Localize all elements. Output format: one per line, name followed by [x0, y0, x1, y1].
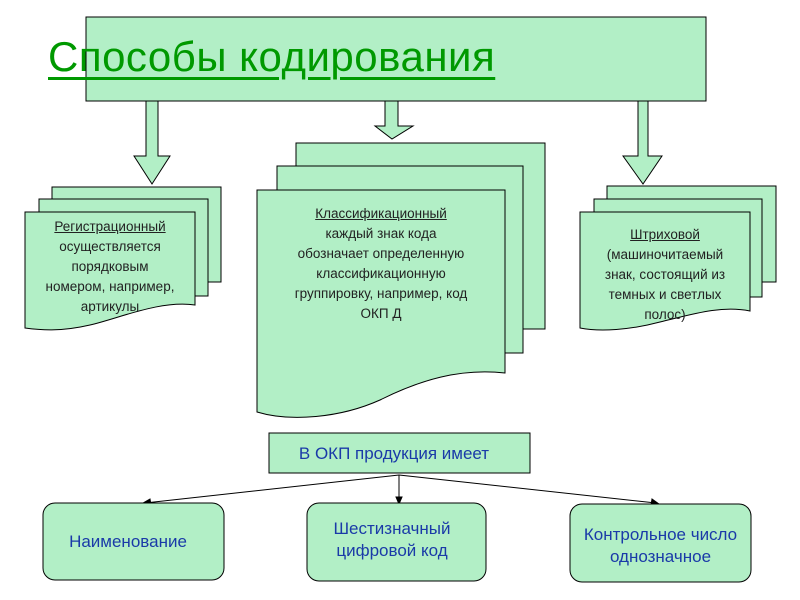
arrowhead-icon: [395, 496, 403, 506]
method-barcode: Штриховой (машиночитаемый знак, состоящи…: [580, 225, 750, 325]
arrow-down-icon: [373, 100, 415, 140]
connector-arrows: [141, 474, 661, 506]
okp-item-line: Контрольное число: [583, 525, 738, 544]
okp-item-line: цифровой код: [336, 541, 448, 560]
okp-item-box: [306, 502, 487, 582]
okp-item-box: [42, 502, 225, 581]
arrow-down-icon: [133, 100, 171, 185]
method-line: номером, например,: [45, 279, 175, 294]
okp-item-line: Наименование: [69, 532, 187, 551]
multidoc-shape-barcode: [579, 185, 777, 331]
method-line: знак, состоящий из: [604, 267, 726, 282]
title-box-fill: [85, 16, 707, 102]
okp-item-line: Шестизначный: [333, 519, 451, 538]
okp-item-checksum: Контрольное число однозначное: [570, 524, 751, 568]
method-line: ОКП Д: [360, 306, 402, 321]
method-heading: Штриховой: [630, 227, 700, 242]
page-title: Способы кодирования: [48, 33, 496, 80]
okp-item-code: Шестизначный цифровой код: [307, 518, 477, 562]
method-heading: Регистрационный: [54, 219, 166, 234]
method-line: осуществляется: [59, 239, 161, 254]
method-heading: Классификационный: [315, 206, 447, 221]
method-line: каждый знак кода: [325, 226, 437, 241]
okp-box: [268, 432, 531, 474]
multidoc-shape-registration: [24, 186, 222, 331]
okp-label: В ОКП продукция имеет: [298, 444, 490, 463]
method-line: артикулы: [80, 299, 140, 314]
okp-item-name: Наименование: [43, 531, 213, 553]
arrow-down-icon: [622, 100, 663, 185]
method-line: классификационную: [316, 266, 446, 281]
method-line: группировку, например, код: [294, 286, 468, 301]
okp-item-line: однозначное: [609, 547, 712, 566]
method-classification: Классификационный каждый знак кода обозн…: [257, 204, 505, 324]
multidoc-shape-classification: [256, 142, 546, 418]
okp-item-box: [569, 503, 752, 583]
method-line: порядковым: [71, 259, 149, 274]
method-line: обозначает определенную: [297, 246, 465, 261]
method-line: темных и светлых: [608, 287, 722, 302]
method-line: (машиночитаемый: [606, 247, 724, 262]
method-line: полос): [644, 307, 686, 322]
method-registration: Регистрационный осуществляется порядковы…: [25, 217, 195, 317]
